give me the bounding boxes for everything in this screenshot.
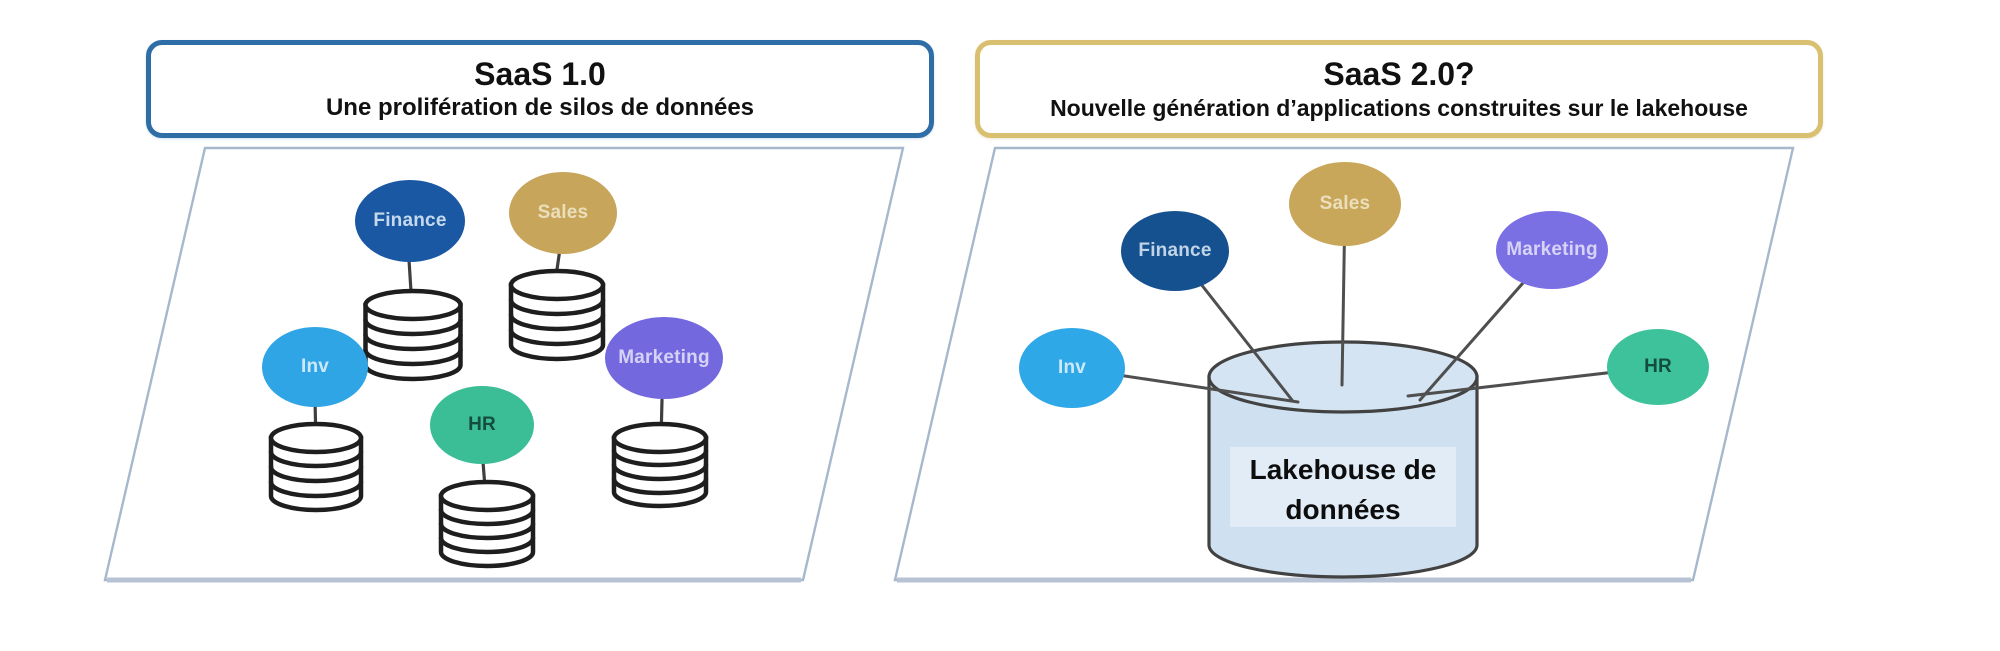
lakehouse-label: Lakehouse de données bbox=[1249, 454, 1437, 525]
database-icon bbox=[268, 421, 364, 513]
node-finance-label: Finance bbox=[373, 210, 447, 231]
right-panel-subtitle: Nouvelle génération d’applications const… bbox=[1050, 95, 1748, 121]
left-title-box: SaaS 1.0 Une prolifération de silos de d… bbox=[146, 40, 934, 138]
database-icon bbox=[438, 479, 536, 569]
node-sales-label: Sales bbox=[1319, 193, 1371, 214]
node-inv: Inv bbox=[1019, 328, 1125, 408]
lakehouse-label-band bbox=[1230, 447, 1456, 527]
node-finance: Finance bbox=[355, 180, 465, 262]
node-inv-label: Inv bbox=[300, 356, 330, 377]
node-inv: Inv bbox=[262, 327, 368, 407]
database-icon bbox=[611, 421, 709, 509]
right-title-box: SaaS 2.0? Nouvelle génération d’applicat… bbox=[975, 40, 1823, 138]
left-panel-title: SaaS 1.0 bbox=[474, 56, 606, 92]
node-sales-label: Sales bbox=[537, 202, 589, 223]
node-marketing-label: Marketing bbox=[618, 347, 710, 368]
database-icon bbox=[363, 288, 463, 382]
node-sales: Sales bbox=[509, 172, 617, 254]
left-panel-subtitle: Une prolifération de silos de données bbox=[325, 94, 755, 121]
node-sales: Sales bbox=[1289, 162, 1401, 246]
node-hr-label: HR bbox=[1644, 356, 1672, 377]
database-icons-group bbox=[268, 268, 709, 569]
database-icon bbox=[508, 268, 606, 362]
node-finance-label: Finance bbox=[1138, 240, 1212, 261]
node-finance: Finance bbox=[1121, 211, 1229, 291]
node-inv-label: Inv bbox=[1057, 357, 1087, 378]
node-marketing: Marketing bbox=[1496, 211, 1608, 289]
node-hr: HR bbox=[1607, 329, 1709, 405]
node-hr-label: HR bbox=[468, 414, 496, 435]
node-marketing: Marketing bbox=[605, 317, 723, 399]
node-marketing-label: Marketing bbox=[1506, 239, 1598, 260]
right-panel-title: SaaS 2.0? bbox=[1323, 56, 1475, 92]
node-hr: HR bbox=[430, 386, 534, 464]
